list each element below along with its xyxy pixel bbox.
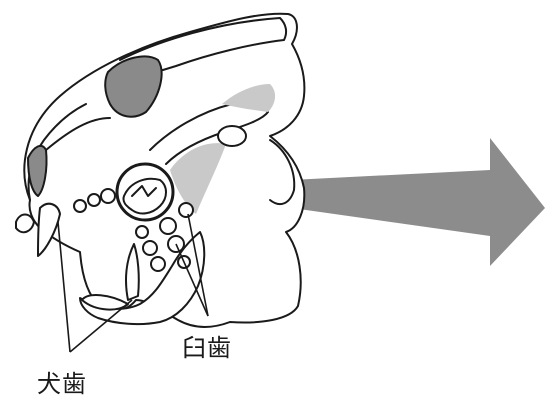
lower-premolar-1 [135,225,149,239]
upper-premolar-3 [100,188,116,204]
eye-socket [104,55,163,118]
lower-premolar-3 [150,256,166,272]
lower-premolar-2 [142,240,158,256]
lower-canine [125,243,140,301]
molar-leader-lines [175,213,209,317]
canine-label: 犬歯 [37,370,87,398]
upper-premolar-1 [73,199,87,213]
upper-premolar-2 [87,193,101,207]
upper-incisor [15,213,35,234]
lower-molar-3 [178,202,194,218]
canine-leader-lines [57,221,133,353]
ear-bulla [217,125,247,147]
arrow-icon [172,138,545,266]
maxilla-line [45,117,111,151]
skull-icon [15,12,306,328]
upper-canine [37,202,61,257]
lower-molar-1 [159,217,177,235]
magnifier-circle-icon [115,162,175,222]
cheek-shadow [170,143,226,214]
occipital-condyle [269,139,296,206]
temporal-fossa [222,84,276,112]
mandible [79,231,206,326]
upper-molar-cusp [131,185,157,197]
sagittal-crest [115,17,288,85]
snout [27,103,87,201]
nasal-opening [27,144,48,197]
molar-label: 臼歯 [182,334,232,362]
